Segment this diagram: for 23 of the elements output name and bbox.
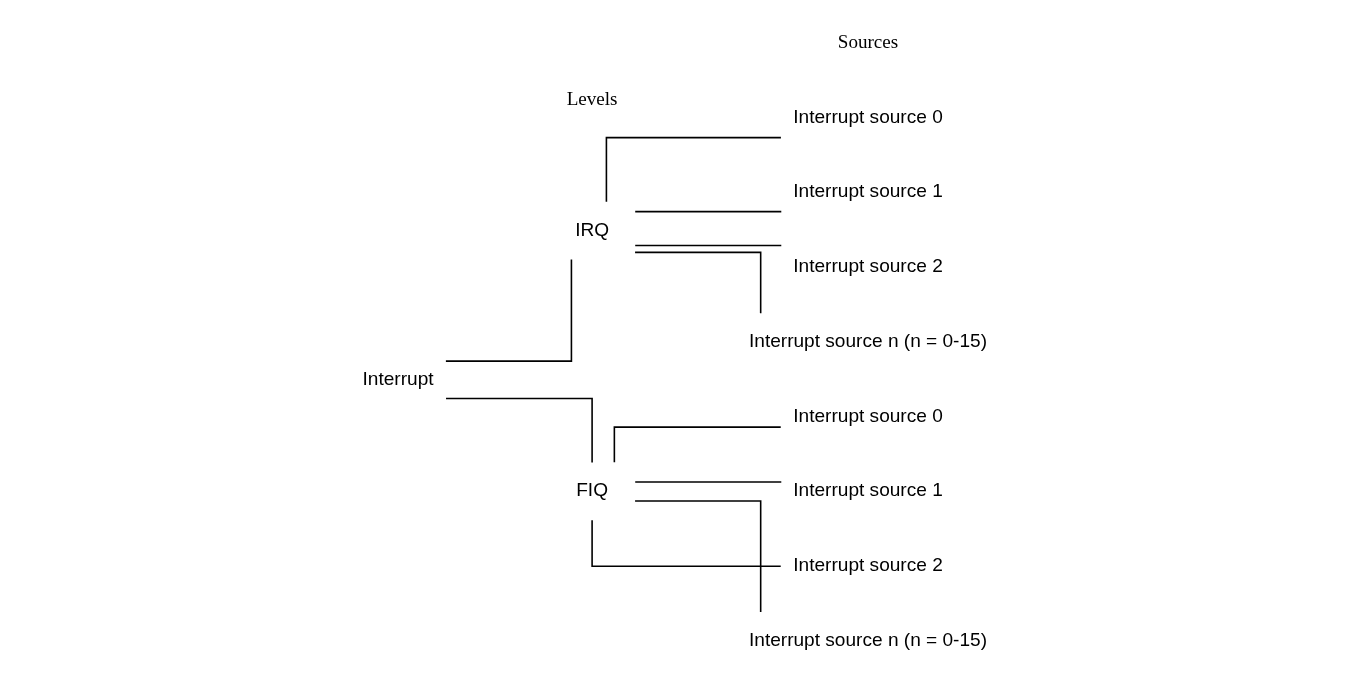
node-text: Interrupt bbox=[362, 368, 434, 390]
node-text: Interrupt source 1 bbox=[793, 479, 943, 501]
connector bbox=[634, 481, 783, 483]
label: Sources bbox=[837, 30, 899, 52]
node-text: Interrupt source n (n = 0-15) bbox=[748, 329, 988, 351]
node-text: Interrupt source 2 bbox=[793, 554, 943, 576]
connector bbox=[634, 244, 783, 247]
connector bbox=[591, 519, 782, 568]
connector bbox=[605, 136, 782, 203]
connector bbox=[445, 258, 573, 362]
node-text: Interrupt source 0 bbox=[793, 105, 943, 127]
connector bbox=[634, 210, 783, 213]
connector bbox=[445, 397, 593, 464]
node-text: Interrupt source 0 bbox=[793, 404, 943, 426]
connector bbox=[613, 426, 782, 464]
node-text: Interrupt source 1 bbox=[793, 180, 943, 202]
node-text: Interrupt source n (n = 0-15) bbox=[748, 628, 988, 650]
node-text: IRQ bbox=[575, 218, 610, 240]
connector bbox=[634, 500, 762, 613]
node-text: FIQ bbox=[576, 479, 608, 501]
connector bbox=[634, 251, 762, 314]
label: Levels bbox=[566, 88, 618, 110]
node-text: Interrupt source 2 bbox=[793, 255, 943, 277]
